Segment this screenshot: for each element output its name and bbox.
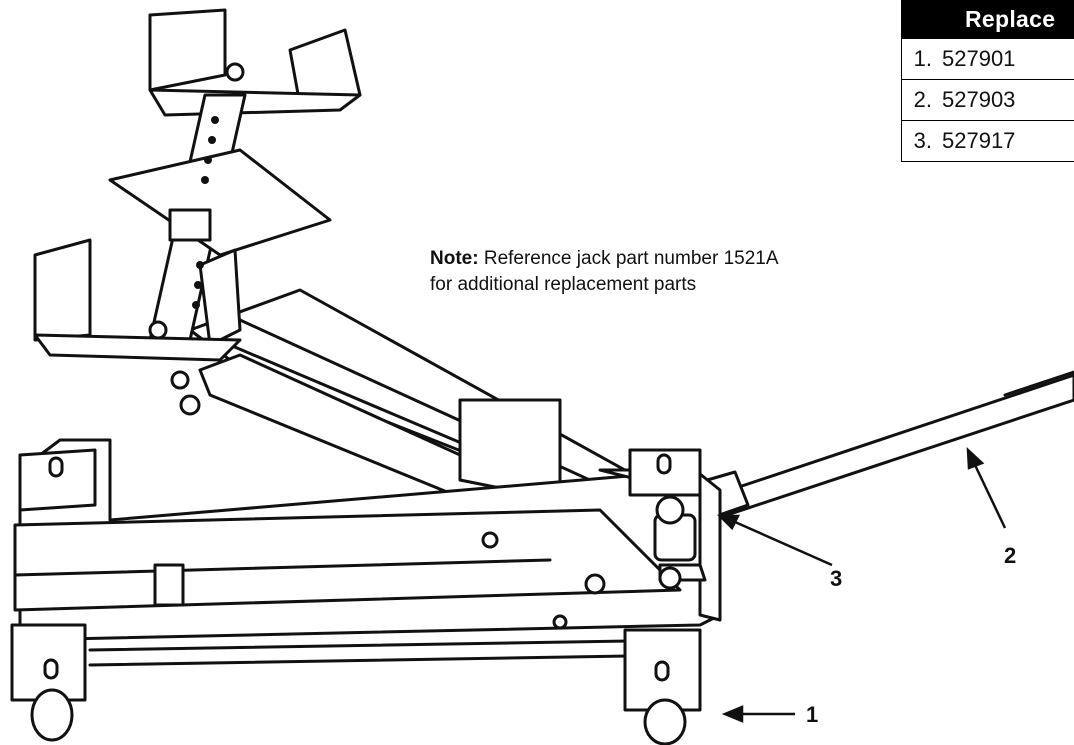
row-index: 1. bbox=[913, 46, 932, 71]
part-number: 527903 bbox=[942, 87, 1016, 112]
row-index: 2. bbox=[913, 87, 932, 112]
caster-rear-right bbox=[628, 448, 702, 497]
caster-rear-left bbox=[18, 448, 97, 512]
reference-note: Note: Reference jack part number 1521A f… bbox=[430, 246, 890, 298]
parts-table-row: 2. 527903 bbox=[901, 80, 1074, 121]
replacement-parts-table: Replace 1. 527901 2. 527903 3. 527917 bbox=[901, 0, 1074, 162]
part-number: 527917 bbox=[942, 128, 1016, 153]
part-number: 527901 bbox=[942, 46, 1016, 71]
callout-label-3: 3 bbox=[830, 566, 843, 591]
note-lead: Note: bbox=[430, 248, 479, 269]
row-index: 3. bbox=[913, 128, 932, 153]
callout-label-1: 1 bbox=[806, 702, 819, 727]
caster-front-right bbox=[623, 628, 702, 745]
note-text-line2: for additional replacement parts bbox=[430, 274, 697, 295]
pump-assembly bbox=[653, 495, 707, 582]
parts-table-row: 3. 527917 bbox=[901, 121, 1074, 162]
jack-frame bbox=[13, 438, 722, 667]
callout-label-2: 2 bbox=[1004, 543, 1017, 568]
caster-front-left bbox=[10, 623, 87, 742]
callout-arrows bbox=[716, 446, 1007, 723]
jack-handle bbox=[688, 370, 1074, 522]
parts-table-row: 1. 527901 bbox=[901, 39, 1074, 80]
note-text-line1: Reference jack part number 1521A bbox=[478, 248, 779, 269]
parts-table-header: Replace bbox=[901, 0, 1074, 39]
saddle-cradle bbox=[33, 8, 682, 590]
